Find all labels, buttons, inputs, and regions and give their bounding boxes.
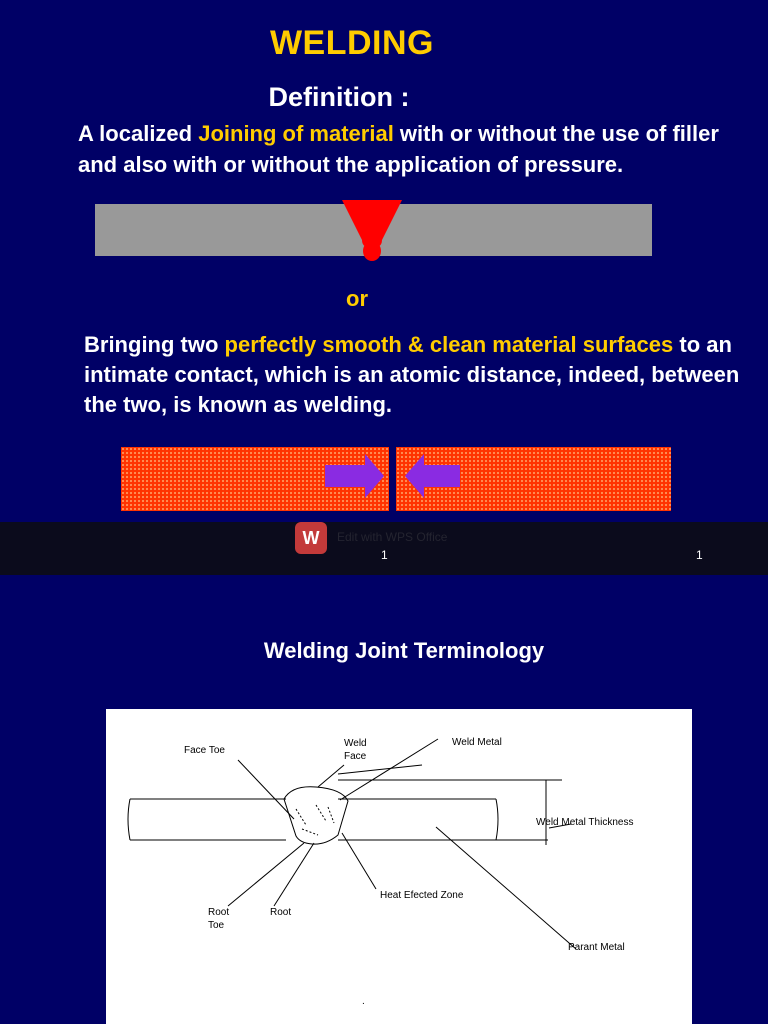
bringing-text-part2: to an intimate contact, which is an atom…: [84, 332, 740, 417]
weld-bead-illustration: [342, 200, 402, 261]
definition-text-part1: A localized: [78, 121, 199, 146]
wps-office-icon: W: [295, 522, 327, 554]
slide-1: [0, 0, 768, 522]
contact-arrows: [325, 454, 460, 498]
arrow-right-icon: [325, 454, 384, 498]
diagram-svg: Face Toe Weld Face Weld Metal Weld Metal…: [127, 737, 633, 1007]
definition-text: A localized Joining of material with or …: [78, 118, 748, 180]
label-parant-metal: Parant Metal: [568, 942, 625, 953]
or-label: or: [346, 286, 368, 311]
label-weld-face-1: Weld: [344, 738, 367, 749]
bringing-text-part1: Bringing two: [84, 332, 225, 357]
watermark-band: [0, 522, 768, 575]
definition-text-part2: with or without the use of filler and al…: [78, 121, 719, 177]
label-weld-face-2: Face: [344, 751, 367, 762]
arrow-left-icon: [405, 454, 460, 498]
slide-title: WELDING: [269, 24, 435, 62]
label-face-toe: Face Toe: [184, 745, 225, 756]
bringing-highlight: perfectly smooth & clean material surfac…: [224, 332, 674, 357]
label-weld-metal: Weld Metal: [452, 737, 502, 748]
bringing-text: Bringing two perfectly smooth & clean ma…: [84, 330, 744, 420]
slide-2-title: Welding Joint Terminology: [263, 638, 545, 663]
wps-icon-letter: W: [302, 527, 320, 548]
slide-page-number: 1: [381, 548, 388, 562]
label-dot: .: [362, 996, 365, 1007]
definition-label: Definition :: [268, 82, 410, 112]
weld-joint-diagram: Face Toe Weld Face Weld Metal Weld Metal…: [106, 709, 692, 1024]
label-root-toe-2: Toe: [208, 920, 225, 931]
label-weld-metal-thickness: Weld Metal Thickness: [536, 817, 633, 828]
label-root: Root: [270, 907, 291, 918]
document-page-number: 1: [696, 548, 703, 562]
watermark-text: Edit with WPS Office: [337, 530, 448, 544]
label-heat-effected-zone: Heat Efected Zone: [380, 890, 464, 901]
definition-highlight: Joining of material: [198, 121, 394, 146]
label-root-toe-1: Root: [208, 907, 229, 918]
